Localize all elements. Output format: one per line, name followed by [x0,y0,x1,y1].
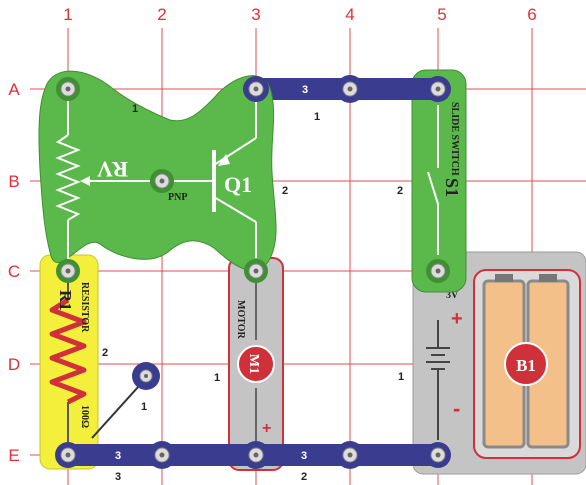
jumper-level: 1 [141,401,147,413]
battery-holder-b1[interactable]: B1 3V + - 1 [398,251,586,475]
wire-bottom-left-level: 3 [115,471,121,483]
snap-c5 [426,259,450,283]
r1-name: RESISTOR [79,282,90,333]
q1-type: PNP [168,192,187,203]
b1-badge [504,342,548,386]
row-label-c: C [8,262,20,281]
row-label-d: D [8,355,20,374]
column-label-3: 3 [251,5,260,24]
wire-bottom-right-level: 2 [301,471,307,483]
wire-bottom-right-size: 3 [301,450,307,462]
b1-label: B1 [516,356,536,375]
slide-switch-s1[interactable]: S1 SLIDE SWITCH 2 [397,69,467,293]
s1-level: 2 [397,185,403,197]
row-label-a: A [8,80,20,99]
snap-c1 [56,259,80,283]
wire-top-size: 3 [302,84,308,96]
q1-level: 2 [282,185,288,197]
column-label-5: 5 [437,5,446,24]
s1-name: SLIDE SWITCH [449,102,460,176]
b1-minus-sign: - [453,396,460,421]
b1-level: 1 [398,371,404,383]
wire-bottom-left-size: 3 [115,450,121,462]
snap-a5 [425,76,451,102]
snap-points [55,75,451,469]
b1-plus-sign: + [451,308,463,330]
r1-level: 2 [102,347,108,359]
snap-c3 [244,259,268,283]
column-label-4: 4 [345,5,354,24]
column-label-1: 1 [63,5,72,24]
q1-label: Q1 [224,172,252,197]
transistor-q1[interactable]: Q1 PNP 2 [162,100,288,258]
snap-e1 [55,442,81,468]
m1-label: M1 [246,354,261,374]
battery-symbol [426,320,450,440]
b1-voltage: 3V [446,290,459,301]
rv-level: 1 [132,103,138,115]
s1-label: S1 [442,178,462,197]
snap-b2 [150,169,174,193]
snap-e5 [425,442,451,468]
resistor-r1[interactable]: R1 RESISTOR 100Ω 2 [39,254,108,470]
column-label-2: 2 [157,5,166,24]
jumper-wire[interactable]: 1 [91,362,160,439]
m1-name: MOTOR [235,300,246,339]
rv-label: RV [97,157,128,182]
row-label-b: B [8,172,19,191]
snap-a3 [243,76,269,102]
snap-a1 [56,77,80,101]
m1-level: 1 [214,372,220,384]
snap-e4 [336,441,364,469]
row-label-e: E [8,446,19,465]
r1-label: R1 [56,290,75,311]
column-label-6: 6 [527,5,536,24]
r1-value: 100Ω [79,405,90,428]
snap-a4 [336,75,364,103]
m1-plus-sign: + [262,420,271,437]
snap-e2 [148,441,176,469]
wire-top-level: 1 [314,111,320,123]
snap-e3 [242,441,270,469]
